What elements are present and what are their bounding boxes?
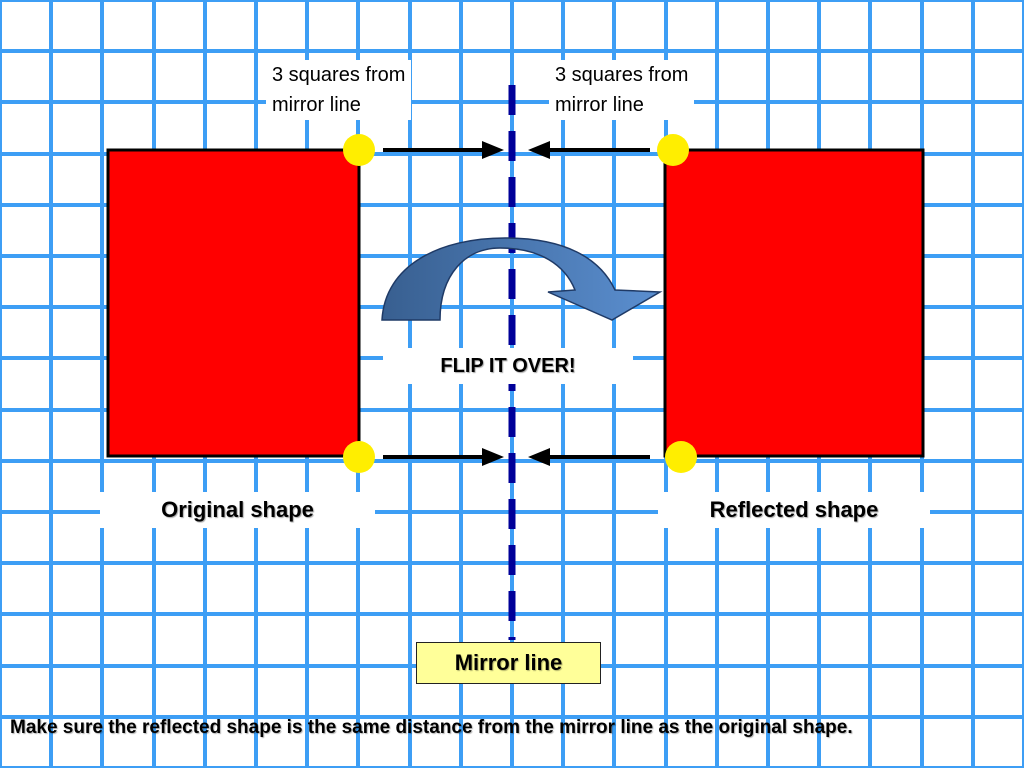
note-right-line2: mirror line xyxy=(555,94,644,116)
distance-arrow-bottom-left xyxy=(383,448,504,466)
vertex-dot-original-bottom xyxy=(343,441,375,473)
original-shape xyxy=(106,148,361,458)
mirror-line-label: Mirror line xyxy=(416,642,601,684)
flip-arrow-icon xyxy=(381,237,663,321)
vertex-dot-original-top xyxy=(343,134,375,166)
vertex-dot-reflected-bottom xyxy=(665,441,697,473)
reflected-shape-caption: Reflected shape xyxy=(658,492,930,528)
flip-label: FLIP IT OVER! xyxy=(383,348,633,384)
note-right-distance: 3 squares from mirror line xyxy=(549,60,695,120)
note-left-line2: mirror line xyxy=(272,94,361,116)
original-shape-caption: Original shape xyxy=(100,492,375,528)
note-right-line1: 3 squares from xyxy=(555,64,689,86)
note-left-line1: 3 squares from xyxy=(272,64,406,86)
instruction-text: Make sure the reflected shape is the sam… xyxy=(10,717,853,738)
distance-arrow-top-right xyxy=(528,141,650,159)
vertex-dot-reflected-top xyxy=(657,134,689,166)
note-left-distance: 3 squares from mirror line xyxy=(266,60,412,120)
reflected-shape xyxy=(663,148,925,458)
distance-arrow-top-left xyxy=(383,141,504,159)
distance-arrow-bottom-right xyxy=(528,448,650,466)
